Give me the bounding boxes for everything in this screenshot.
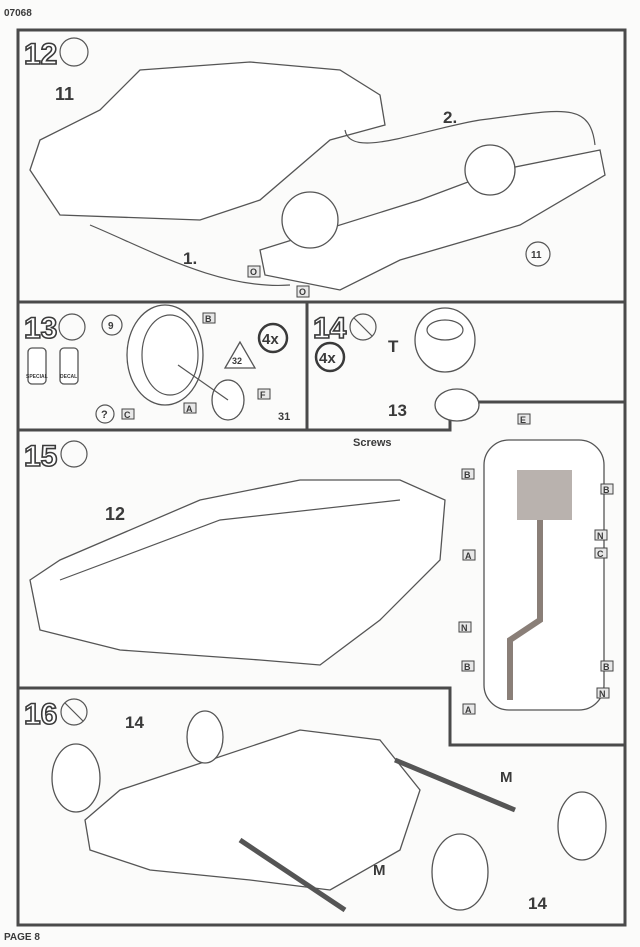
label: B (205, 314, 212, 324)
wheel-drawing (51, 743, 101, 813)
part-label-axle: M (373, 862, 386, 879)
no-glue-icon (349, 313, 377, 341)
arrow-label-2: 2. (443, 108, 457, 127)
label: N (599, 689, 606, 699)
part-label-wheel: 14 (528, 894, 547, 913)
bottom-view-flags: E B B N A C N B B A N (458, 413, 614, 715)
label: 31 (278, 411, 290, 423)
no-glue-icon (60, 698, 88, 726)
quantity-badge: 4x (319, 350, 336, 367)
part-label-wheel: 13 (388, 401, 407, 420)
screw-icon (60, 440, 88, 468)
step-number: 16 (24, 698, 57, 731)
step-16: 16 14 14 M M (23, 697, 607, 913)
part-label-chassis: 11 (531, 250, 542, 261)
step-12: 12 11 11 1. 2. O O (23, 37, 606, 298)
label: A (465, 705, 472, 715)
part-label-body: 11 (55, 84, 74, 104)
screws-label: Screws (353, 437, 392, 449)
step-number: 13 (24, 312, 57, 345)
part-label-rim: 9 (108, 321, 114, 332)
step-14: 14 4x T 13 (312, 307, 480, 422)
step-number: 14 (313, 312, 347, 345)
glue-icon (58, 313, 86, 341)
label: C (124, 410, 131, 420)
label: B (464, 470, 471, 480)
label: DECAL (60, 374, 77, 380)
upside-down-car-drawing (29, 479, 446, 666)
label: A (186, 404, 193, 414)
wheel-drawing (431, 833, 489, 911)
quantity-badge: 4x (262, 331, 279, 348)
part-label-body: 12 (105, 504, 125, 524)
arrow-label-1: 1. (183, 249, 197, 268)
page-code: 07068 (4, 8, 32, 19)
paint-jar (59, 347, 79, 385)
label: B (603, 662, 610, 672)
label: N (461, 623, 468, 633)
label: ? (101, 409, 108, 421)
step-number: 12 (24, 38, 57, 71)
page-number: PAGE 8 (4, 932, 40, 943)
paint-jar (27, 347, 47, 385)
wheel-drawing (557, 791, 607, 861)
label: B (464, 662, 471, 672)
car-body-drawing (29, 61, 386, 221)
chassis-drawing (259, 149, 606, 291)
bottom-view-drawing (483, 439, 605, 711)
part-label-wheel: 14 (125, 713, 144, 732)
step-15: 15 Screws 12 E B B N A C N B B A N (23, 413, 614, 715)
step-13: 13 SPECIAL DECAL 9 B 32 F A 31 ? C 4x (23, 304, 290, 424)
label: E (520, 415, 526, 425)
part-label-tire: T (388, 337, 399, 356)
flag-o-1: O (250, 267, 257, 277)
rim-drawing (126, 304, 204, 406)
wheel-drawing (434, 388, 480, 422)
flag-o-2: O (299, 287, 306, 297)
label: B (603, 485, 610, 495)
label: F (260, 390, 266, 400)
label: A (465, 551, 472, 561)
label: 32 (232, 356, 242, 366)
label: SPECIAL (26, 374, 48, 380)
upside-down-car-drawing (84, 729, 421, 891)
glue-icon (59, 37, 89, 67)
part-label-axle: M (500, 769, 513, 786)
label: C (597, 549, 604, 559)
label: N (597, 531, 604, 541)
step-number: 15 (24, 440, 57, 473)
wheel-drawing (186, 710, 224, 764)
